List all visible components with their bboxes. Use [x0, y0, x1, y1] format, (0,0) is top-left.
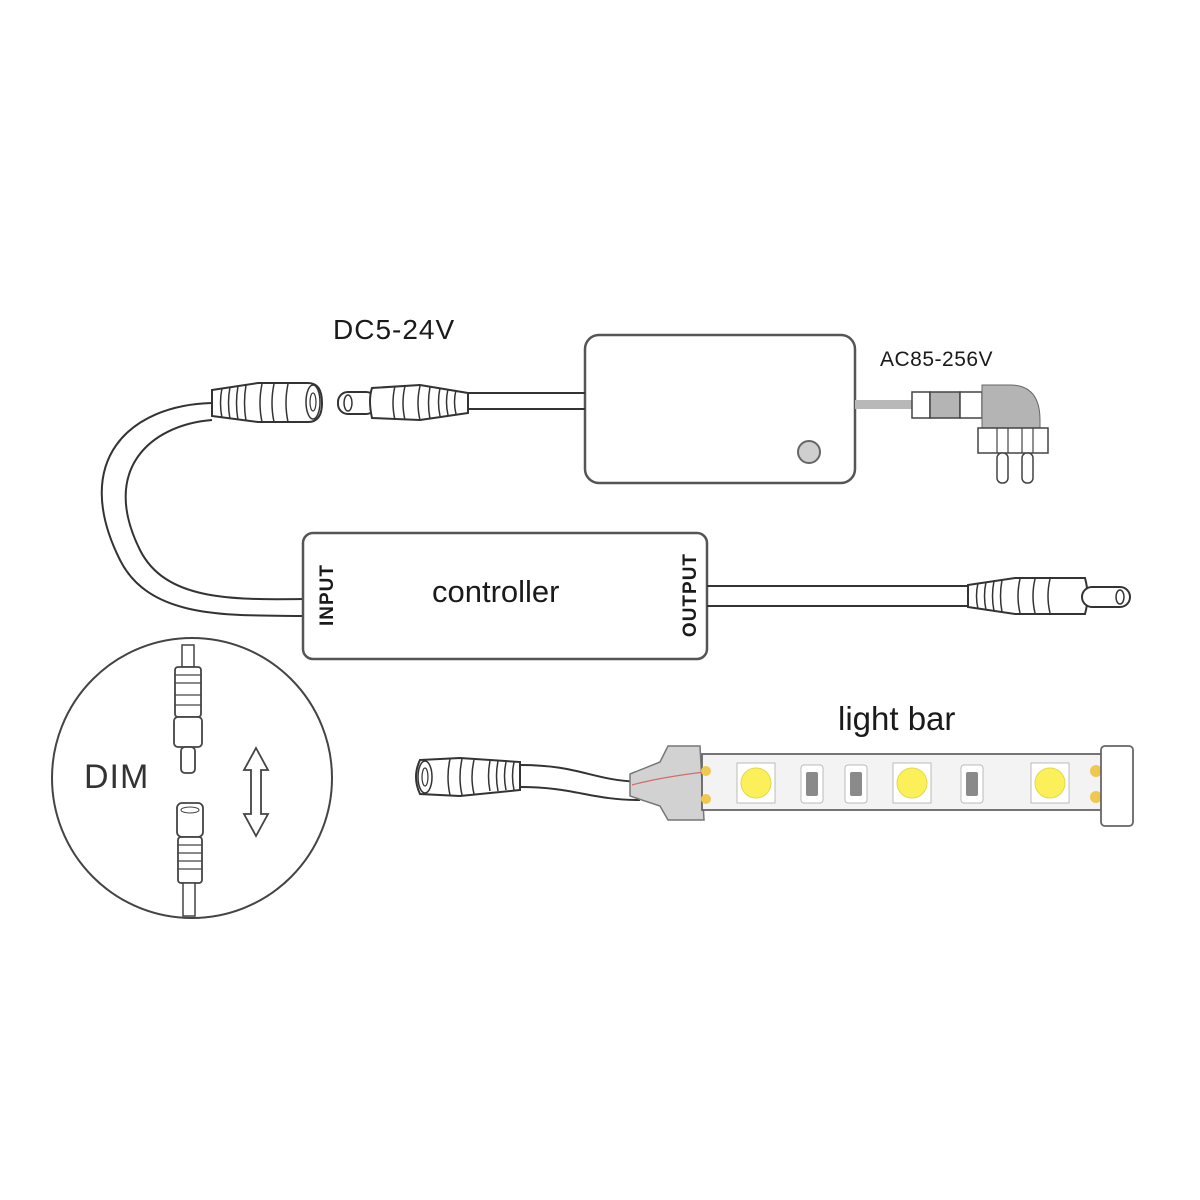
led-chip-2 [896, 767, 928, 799]
led-chip-1 [740, 767, 772, 799]
ac-voltage-label: AC85-256V [880, 348, 994, 371]
light-bar-label: light bar [838, 700, 956, 737]
dc-output-cable [467, 392, 585, 410]
light-bar [629, 745, 1134, 827]
dc-voltage-label: DC5-24V [333, 314, 456, 345]
input-port-label: INPUT [317, 564, 338, 626]
controller-label: controller [432, 574, 560, 609]
controller-box [301, 531, 709, 661]
power-adapter [583, 333, 857, 485]
ac-plug [855, 384, 1049, 484]
dim-label: DIM [84, 758, 150, 796]
light-bar-connector-jack [415, 756, 521, 798]
light-bar-cable [519, 764, 641, 801]
output-cable [707, 585, 968, 607]
dc-female-jack [211, 382, 324, 423]
dim-inset [51, 637, 333, 919]
output-port-label: OUTPUT [680, 552, 701, 638]
indicator-dot-icon [797, 440, 821, 464]
bidirectional-arrow-icon [242, 746, 270, 838]
led-chip-3 [1034, 767, 1066, 799]
input-cable [100, 402, 304, 617]
dc-male-plug [337, 383, 469, 422]
output-plug [967, 577, 1131, 615]
